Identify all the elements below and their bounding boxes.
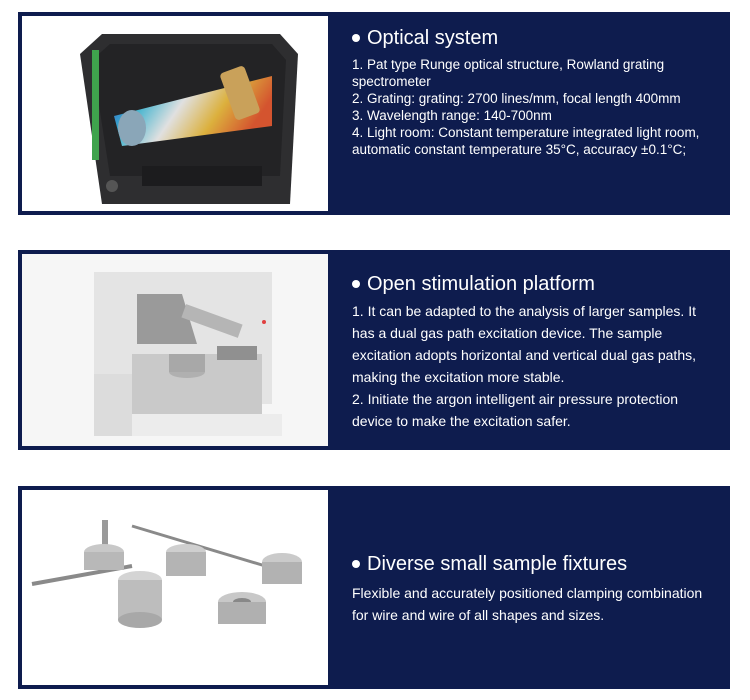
optical-system-panel: Optical system 1. Pat type Runge optical… [18,12,730,215]
section-title: Diverse small sample fixtures [367,553,628,575]
stimulation-platform-heading: Open stimulation platform [352,272,720,296]
detail-line: 3. Wavelength range: 140-700nm [352,108,552,123]
optical-system-photo [22,16,328,211]
sample-fixtures-heading: Diverse small sample fixtures [352,552,720,576]
detail-line: 1. Pat type Runge optical structure, Row… [352,57,665,89]
spectrometer-illustration [80,34,298,204]
sample-fixtures-panel: Diverse small sample fixtures Flexible a… [18,486,730,689]
platform-illustration [22,254,328,446]
stimulation-platform-panel: Open stimulation platform 1. It can be a… [18,250,730,450]
detail-line: 4. Light room: Constant temperature inte… [352,125,700,157]
optical-system-heading: Optical system [352,26,720,50]
detail-line: 2. Grating: grating: 2700 lines/mm, foca… [352,91,681,106]
sample-fixtures-photo [22,490,328,685]
stimulation-platform-photo [22,254,328,446]
sample-fixtures-details: Flexible and accurately positioned clamp… [352,582,720,626]
section-title: Open stimulation platform [367,273,595,295]
detail-line: Flexible and accurately positioned clamp… [352,585,703,623]
detail-line: 1. It can be adapted to the analysis of … [352,303,696,385]
fixtures-illustration [22,490,328,685]
bullet-icon [352,34,360,42]
optical-system-details: 1. Pat type Runge optical structure, Row… [352,56,720,158]
bullet-icon [352,280,360,288]
stimulation-platform-details: 1. It can be adapted to the analysis of … [352,300,720,432]
section-title: Optical system [367,27,499,49]
bullet-icon [352,560,360,568]
detail-line: 2. Initiate the argon intelligent air pr… [352,391,679,429]
